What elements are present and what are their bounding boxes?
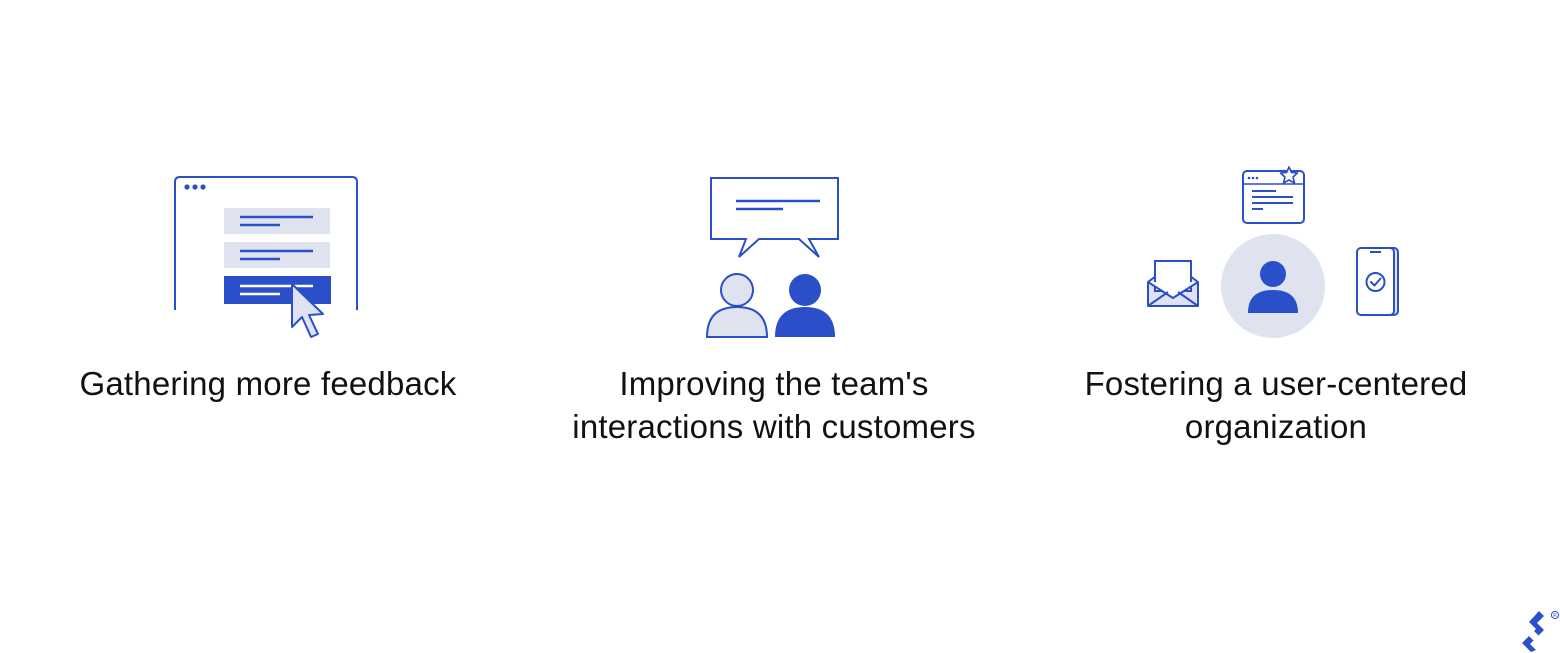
item-team-interactions: Improving the team's interactions with c… [534, 150, 1014, 448]
feedback-form-icon [174, 176, 358, 338]
caption: Gathering more feedback [79, 365, 457, 402]
item-user-centered: Fostering a user-centered organization [1036, 150, 1516, 448]
svg-text:R: R [1553, 613, 1557, 619]
toptal-logo-icon: R [1522, 610, 1560, 652]
caption: Improving the team's interactions with c… [572, 365, 976, 445]
caption: Fostering a user-centered organization [1084, 365, 1468, 445]
item-gathering-feedback: Gathering more feedback [28, 150, 508, 405]
user-centered-icon [1147, 166, 1399, 338]
team-conversation-icon [705, 177, 839, 338]
